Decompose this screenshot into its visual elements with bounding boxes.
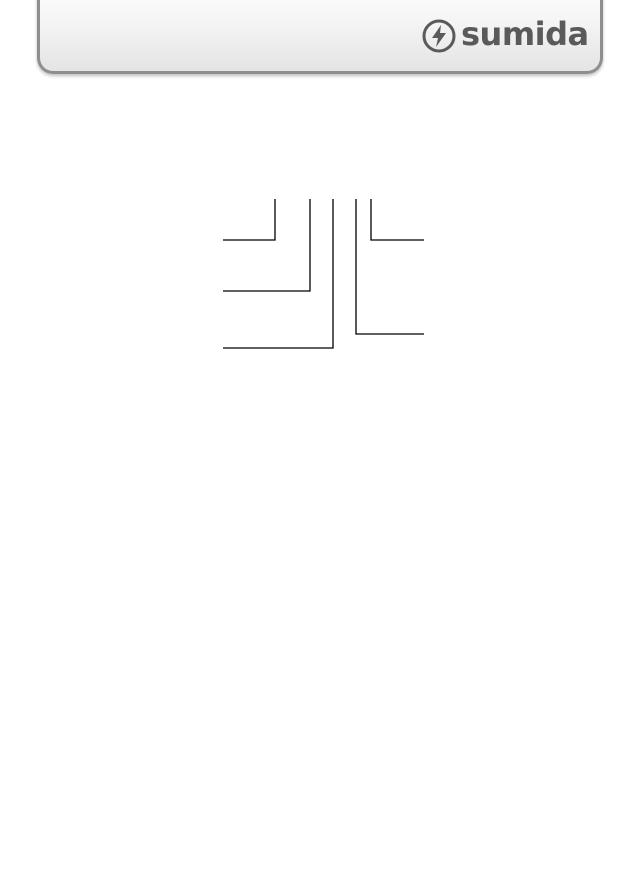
callout-line-4 [355,199,424,335]
callout-line-2 [223,199,311,292]
logo-text: sumida [461,15,589,53]
callout-line-3 [223,199,334,349]
callout-line-5 [370,199,424,241]
brand-logo: sumida [421,15,589,54]
header-band [37,0,603,74]
sumida-logo-icon [422,19,456,53]
callout-line-1 [223,199,276,241]
